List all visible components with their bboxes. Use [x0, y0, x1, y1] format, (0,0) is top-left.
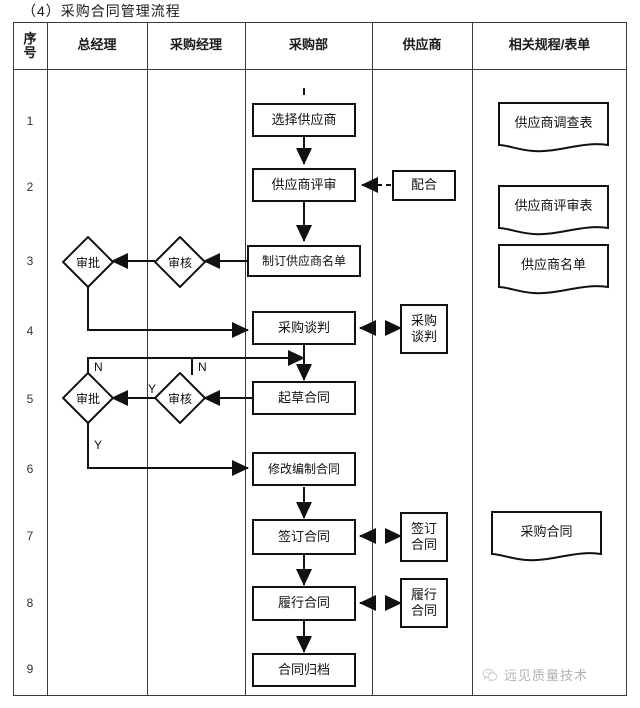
decision-approve-row5-label: 审批: [75, 391, 100, 406]
row-number: 2: [26, 180, 34, 194]
row-number: 5: [26, 392, 34, 406]
decision-check-row5[interactable]: 审核: [153, 371, 207, 425]
process-select-supplier[interactable]: 选择供应商: [252, 103, 356, 137]
document-supplier-list[interactable]: 供应商名单: [497, 243, 610, 299]
document-supplier-review-form-label: 供应商评审表: [514, 198, 593, 213]
decision-approve-row3[interactable]: 审批: [61, 235, 115, 289]
process-review-supplier[interactable]: 供应商评审: [252, 168, 356, 202]
row-number: 9: [26, 662, 34, 676]
row-number: 4: [26, 324, 34, 338]
supplier-sign-line1: 签订: [410, 520, 437, 536]
document-supplier-survey-form[interactable]: 供应商调查表: [497, 101, 610, 157]
supplier-perform-line2: 合同: [410, 603, 437, 618]
supplier-negotiation-line1: 采购: [410, 312, 437, 328]
header-rule: [13, 69, 627, 70]
row-number: 6: [26, 462, 34, 476]
supplier-negotiation[interactable]: 采购 谈判: [400, 304, 448, 354]
col-sep-1: [47, 22, 48, 696]
watermark-label: 远见质量技术: [504, 668, 589, 683]
row-number: 3: [26, 254, 34, 268]
watermark: 远见质量技术: [482, 665, 588, 684]
document-purchase-contract-label: 采购合同: [520, 524, 573, 539]
header-supplier: 供应商: [402, 37, 442, 53]
decision-approve-row5[interactable]: 审批: [61, 371, 115, 425]
supplier-sign-contract[interactable]: 签订 合同: [400, 512, 448, 562]
row-number: 7: [26, 529, 34, 543]
col-sep-5: [472, 22, 473, 696]
flow-table: 序号 总经理 采购经理 采购部 供应商 相关规程/表单 1 2 3 4 5 6 …: [13, 22, 627, 696]
document-supplier-list-label: 供应商名单: [520, 257, 586, 272]
process-revise-contract[interactable]: 修改编制合同: [252, 452, 356, 486]
decision-check-row5-label: 审核: [167, 391, 192, 406]
wechat-icon: [482, 668, 498, 682]
row-number: 8: [26, 596, 34, 610]
document-supplier-survey-form-label: 供应商调查表: [514, 115, 593, 130]
supplier-cooperate[interactable]: 配合: [392, 170, 456, 201]
table-border: [13, 22, 627, 696]
header-purchasing-manager: 采购经理: [169, 37, 222, 53]
process-draft-contract[interactable]: 起草合同: [252, 381, 356, 415]
branch-label-y-check: Y: [148, 382, 157, 396]
document-purchase-contract[interactable]: 采购合同: [490, 510, 603, 566]
decision-check-row3-label: 审核: [167, 255, 192, 270]
col-sep-4: [372, 22, 373, 696]
process-archive-contract[interactable]: 合同归档: [252, 653, 356, 687]
supplier-perform-contract[interactable]: 履行 合同: [400, 578, 448, 628]
decision-approve-row3-label: 审批: [75, 255, 100, 270]
supplier-perform-line1: 履行: [410, 586, 437, 602]
header-general-manager: 总经理: [77, 37, 117, 53]
document-supplier-review-form[interactable]: 供应商评审表: [497, 184, 610, 240]
supplier-negotiation-line2: 谈判: [410, 329, 437, 344]
decision-check-row3[interactable]: 审核: [153, 235, 207, 289]
process-sign-contract[interactable]: 签订合同: [252, 519, 356, 555]
supplier-sign-line2: 合同: [410, 537, 437, 552]
branch-label-n-approve: N: [94, 360, 103, 374]
page-title: （4）采购合同管理流程: [22, 3, 181, 19]
branch-label-y-approve: Y: [94, 438, 103, 452]
header-seq: 序号: [23, 30, 37, 60]
branch-label-n-check: N: [198, 360, 207, 374]
header-documents: 相关规程/表单: [508, 37, 591, 53]
process-purchase-negotiation[interactable]: 采购谈判: [252, 311, 356, 345]
process-perform-contract[interactable]: 履行合同: [252, 586, 356, 621]
process-make-supplier-list[interactable]: 制订供应商名单: [247, 245, 361, 277]
header-purchasing-dept: 采购部: [288, 37, 328, 53]
row-number: 1: [26, 114, 34, 128]
